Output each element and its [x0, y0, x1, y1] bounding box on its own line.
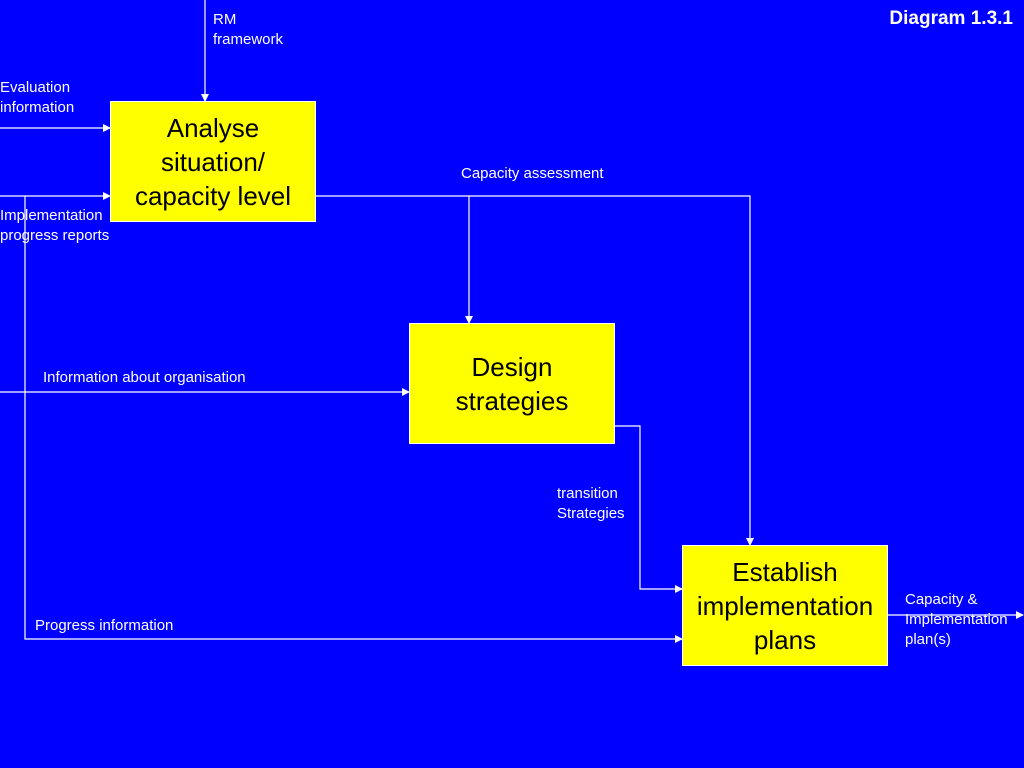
label-capacity-assessment: Capacity assessment [461, 165, 604, 182]
process-establish-implementation-plans: Establish implementation plans [682, 545, 888, 666]
capacity-assessment-to-establish-arrow [469, 195, 754, 546]
capacity-assessment-to-design-arrow [316, 195, 473, 324]
label-implementation-progress-reports: Implementation progress reports [0, 207, 110, 244]
diagram-title: Diagram 1.3.1 [889, 8, 1013, 29]
process-design-strategies: Design strategies [409, 323, 615, 444]
label-information-about-organisation: Information about organisation [43, 369, 246, 386]
progress-information-arrow [24, 196, 683, 643]
transition-strategies-arrow [614, 425, 683, 593]
label-transition-strategies: transition Strategies [557, 485, 625, 522]
label-capacity-implementation-plans: Capacity & Implementation plan(s) [905, 591, 1008, 648]
label-progress-information: Progress information [35, 617, 174, 634]
process-analyse-situation: Analyse situation/ capacity level [110, 101, 316, 222]
label-rm-framework: RM framework [213, 11, 284, 48]
label-evaluation-information: Evaluation information [0, 79, 75, 116]
